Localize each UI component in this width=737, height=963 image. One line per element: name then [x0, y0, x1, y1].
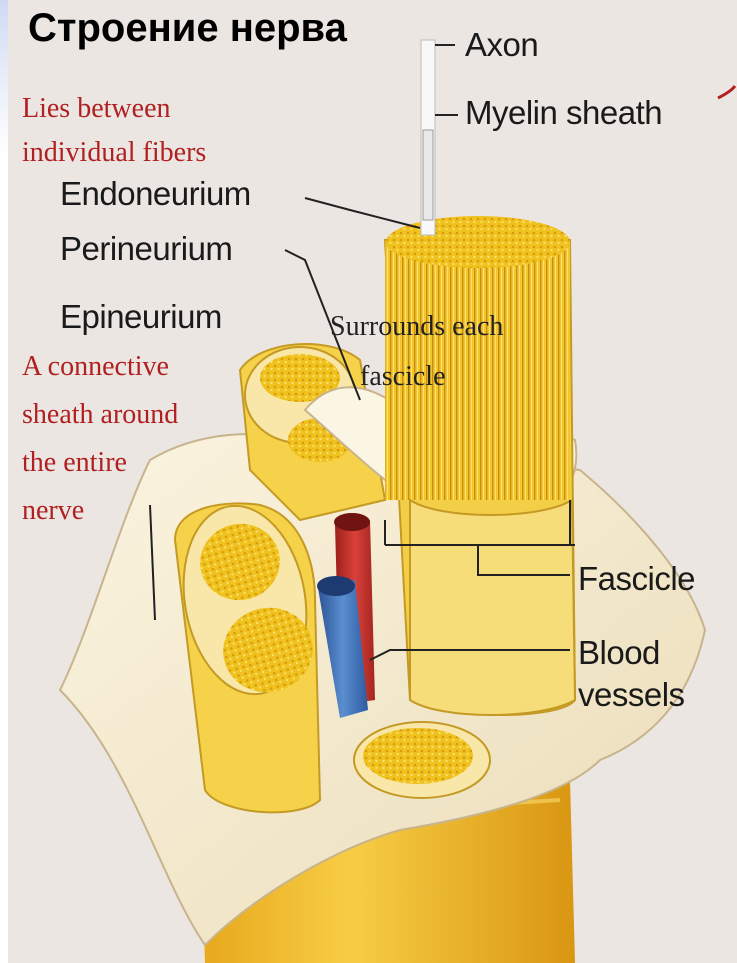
- label-blood-vessels-line1: Blood: [578, 634, 660, 672]
- label-blood-vessels-line2: vessels: [578, 676, 685, 714]
- note-epineurium-line3: the entire: [22, 446, 127, 480]
- note-endoneurium-line2: individual fibers: [22, 136, 206, 170]
- note-endoneurium-line1: Lies between: [22, 92, 171, 126]
- fascicle-main-top: [386, 216, 570, 268]
- note-perineurium-line1: Surrounds each: [330, 310, 503, 344]
- label-fascicle: Fascicle: [578, 560, 695, 598]
- note-epineurium-line2: sheath around: [22, 398, 178, 432]
- myelin-layer: [423, 130, 433, 220]
- note-perineurium-line2: fascicle: [360, 360, 446, 394]
- label-perineurium: Perineurium: [60, 230, 232, 268]
- page-title: Строение нерва: [28, 6, 347, 51]
- note-epineurium-line4: nerve: [22, 494, 84, 528]
- label-axon: Axon: [465, 26, 538, 64]
- label-myelin-sheath: Myelin sheath: [465, 94, 662, 132]
- label-endoneurium: Endoneurium: [60, 175, 251, 213]
- label-epineurium: Epineurium: [60, 298, 222, 336]
- note-epineurium-line1: A connective: [22, 350, 169, 384]
